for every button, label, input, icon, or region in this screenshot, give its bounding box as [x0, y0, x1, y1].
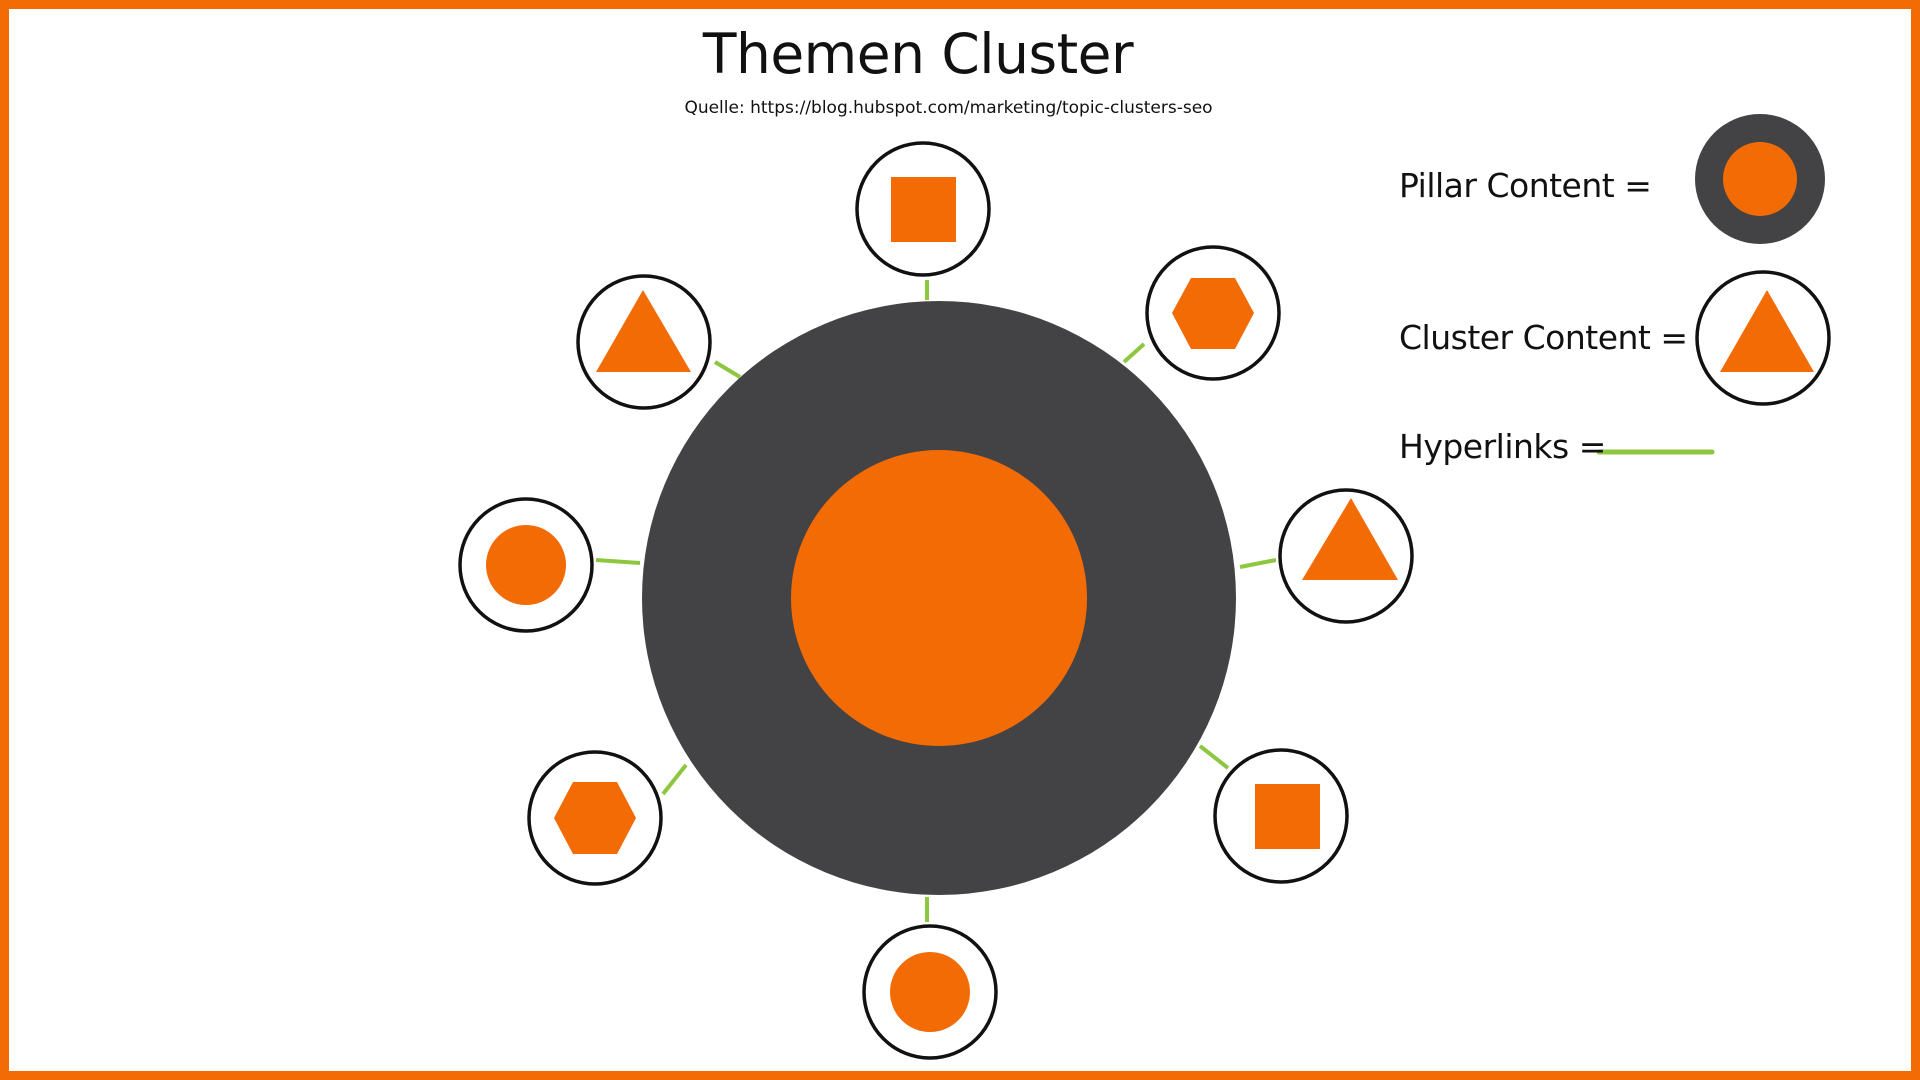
cluster-node-top	[855, 141, 991, 277]
hyperlink-left	[595, 558, 641, 565]
hexagon-shape	[1172, 278, 1254, 349]
pillar-inner-circle	[791, 450, 1087, 746]
hyperlink-right	[1239, 558, 1277, 569]
diagram-title: Themen Cluster	[702, 22, 1134, 86]
cluster-node-bottom-left	[527, 750, 663, 886]
hyperlink-bottom-left	[661, 763, 688, 796]
legend-hyperlinks-label: Hyperlinks =	[1399, 427, 1606, 466]
hyperlinks	[595, 280, 1277, 922]
triangle-shape	[596, 290, 691, 372]
legend-cluster-symbol	[1695, 270, 1831, 406]
square-shape	[891, 177, 956, 242]
cluster-node-bottom	[862, 924, 998, 1060]
pillar-content-node	[642, 301, 1236, 895]
triangle-shape	[1720, 290, 1814, 372]
hyperlink-top-left	[713, 360, 742, 379]
legend-cluster-label: Cluster Content =	[1399, 318, 1688, 357]
circle-shape	[486, 525, 566, 605]
cluster-node-top-left	[576, 274, 712, 410]
triangle-shape	[1302, 498, 1398, 580]
source-caption: Quelle: https://blog.hubspot.com/marketi…	[684, 98, 1213, 118]
legend-pillar-label: Pillar Content =	[1399, 166, 1652, 205]
cluster-node-left	[458, 497, 594, 633]
hyperlink-bottom-right	[1198, 744, 1230, 770]
square-shape	[1255, 784, 1320, 849]
cluster-node-top-right	[1145, 245, 1281, 381]
cluster-node-bottom-right	[1213, 748, 1349, 884]
circle-shape	[890, 952, 970, 1032]
legend-pillar-inner	[1723, 142, 1797, 216]
hyperlink-top-right	[1122, 342, 1146, 364]
hexagon-shape	[554, 782, 636, 854]
cluster-node-right	[1278, 488, 1414, 624]
legend-pillar-symbol	[1695, 114, 1825, 244]
